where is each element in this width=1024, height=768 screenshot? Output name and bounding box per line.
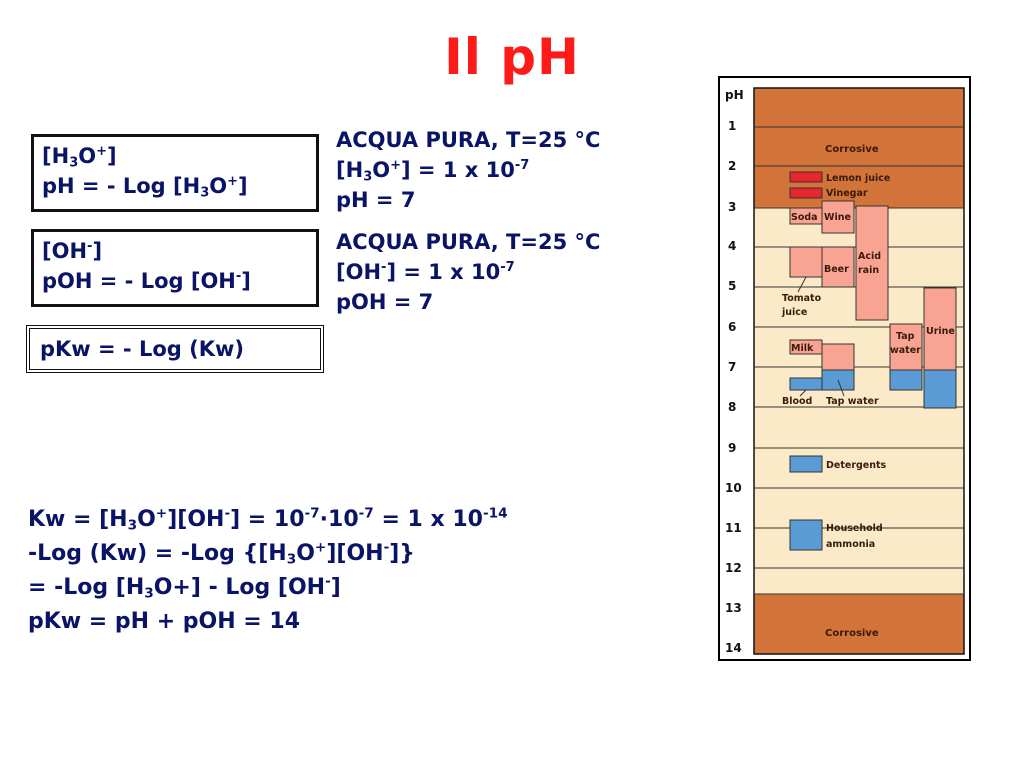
poh-formula: pOH = - Log [OH-]: [42, 268, 251, 293]
equations-block: Kw = [H3O+][OH-] = 10-7·10-7 = 1 x 10-14…: [28, 503, 508, 639]
ph-tick: 7: [728, 360, 736, 374]
oh-concentration: [OH-] = 1 x 10-7: [336, 259, 515, 284]
wine-bar: [821, 200, 855, 234]
ph-tick: 8: [728, 400, 736, 414]
oh-line: [OH-]: [42, 238, 103, 263]
poh-value: pOH = 7: [336, 290, 434, 314]
vinegar-label: Vinegar: [826, 188, 868, 199]
saliva-bar-acid: [821, 343, 855, 371]
wine-label: Wine: [824, 212, 851, 223]
pure-water-heading: ACQUA PURA, T=25 °C: [336, 128, 601, 152]
detergents-bar: [789, 455, 823, 473]
milk-label: Milk: [791, 343, 814, 354]
household-ammonia-bar: [789, 519, 823, 551]
log-sum-equation: = -Log [H3O+] - Log [OH-]: [28, 573, 341, 602]
tomato-juice-label: juice: [781, 307, 807, 318]
ph-tick: 13: [725, 601, 742, 615]
h3o-concentration: [H3O+] = 1 x 10-7: [336, 157, 530, 185]
acid-rain-label: Acid: [858, 251, 881, 262]
ph-formula: pH = - Log [H3O+]: [42, 173, 248, 201]
vinegar-bar: [789, 187, 823, 199]
tomato-juice-bar: [789, 246, 823, 278]
blood-bar: [789, 377, 823, 391]
beer-bar: [821, 246, 855, 288]
h3o-definition-box: [H3O+] pH = - Log [H3O+]: [31, 134, 319, 212]
lemon-juice-bar: [789, 171, 823, 183]
tap-water-label: Tap: [896, 331, 915, 342]
ph-tick: 3: [728, 200, 736, 214]
corrosive-label-acid: Corrosive: [825, 144, 879, 155]
oh-definition-box: [OH-] pOH = - Log [OH-]: [31, 229, 319, 307]
page-title: Il pH: [444, 28, 580, 86]
tomato-juice-label: Tomato: [782, 293, 822, 304]
ph-tick: 9: [728, 441, 736, 455]
pure-water-ph-info: ACQUA PURA, T=25 °C [H3O+] = 1 x 10-7 pH…: [336, 125, 600, 215]
blood-pointer: [799, 389, 807, 397]
ph-tick: 4: [728, 239, 736, 253]
pkw-sum-equation: pKw = pH + pOH = 14: [28, 609, 301, 634]
corrosive-zone-base: [754, 594, 964, 654]
saliva-label: Tap water: [826, 396, 879, 407]
ph-tick: 6: [728, 320, 736, 334]
kw-equation: Kw = [H3O+][OH-] = 10-7·10-7 = 1 x 10-14: [28, 505, 508, 534]
household-ammonia-label: Household: [826, 523, 883, 534]
ph-scale-chart: pH 1 2 3 4 5 6 7 8 9 10 11 12 13 14 Corr…: [718, 76, 971, 661]
ph-value: pH = 7: [336, 188, 416, 212]
ph-tick: 1: [728, 119, 736, 133]
soda-label: Soda: [791, 212, 818, 223]
tap-water-bar-base: [889, 369, 923, 391]
acid-rain-label: rain: [858, 265, 879, 276]
saliva-pointer: [837, 379, 845, 397]
beer-label: Beer: [824, 264, 849, 275]
blood-label: Blood: [782, 396, 812, 407]
pure-water-poh-info: ACQUA PURA, T=25 °C [OH-] = 1 x 10-7 pOH…: [336, 227, 600, 317]
log-kw-equation: -Log (Kw) = -Log {[H3O+][OH-]}: [28, 539, 415, 568]
detergents-label: Detergents: [826, 460, 887, 471]
corrosive-zone-acid: [754, 88, 964, 208]
tap-water-label: water: [890, 345, 921, 356]
ph-tick: 11: [725, 521, 742, 535]
corrosive-label-base: Corrosive: [825, 628, 879, 639]
pkw-definition-box: pKw = - Log (Kw): [26, 325, 324, 373]
household-ammonia-label: ammonia: [826, 539, 875, 550]
h3o-line: [H3O+]: [42, 143, 117, 171]
pkw-formula: pKw = - Log (Kw): [40, 337, 244, 361]
ph-tick: 14: [725, 641, 742, 655]
ph-tick: 10: [725, 481, 742, 495]
urine-label: Urine: [926, 326, 955, 337]
urine-bar-acid: [923, 287, 957, 371]
ph-tick: 12: [725, 561, 742, 575]
urine-bar-base: [923, 369, 957, 409]
ph-axis-title: pH: [725, 88, 744, 102]
tomato-juice-pointer: [797, 276, 807, 293]
chart-frame: [753, 87, 965, 655]
ph-tick: 2: [728, 159, 736, 173]
acid-rain-bar: [855, 205, 889, 321]
ph-tick: 5: [728, 279, 736, 293]
lemon-juice-label: Lemon juice: [826, 173, 890, 184]
pure-water-heading: ACQUA PURA, T=25 °C: [336, 230, 601, 254]
